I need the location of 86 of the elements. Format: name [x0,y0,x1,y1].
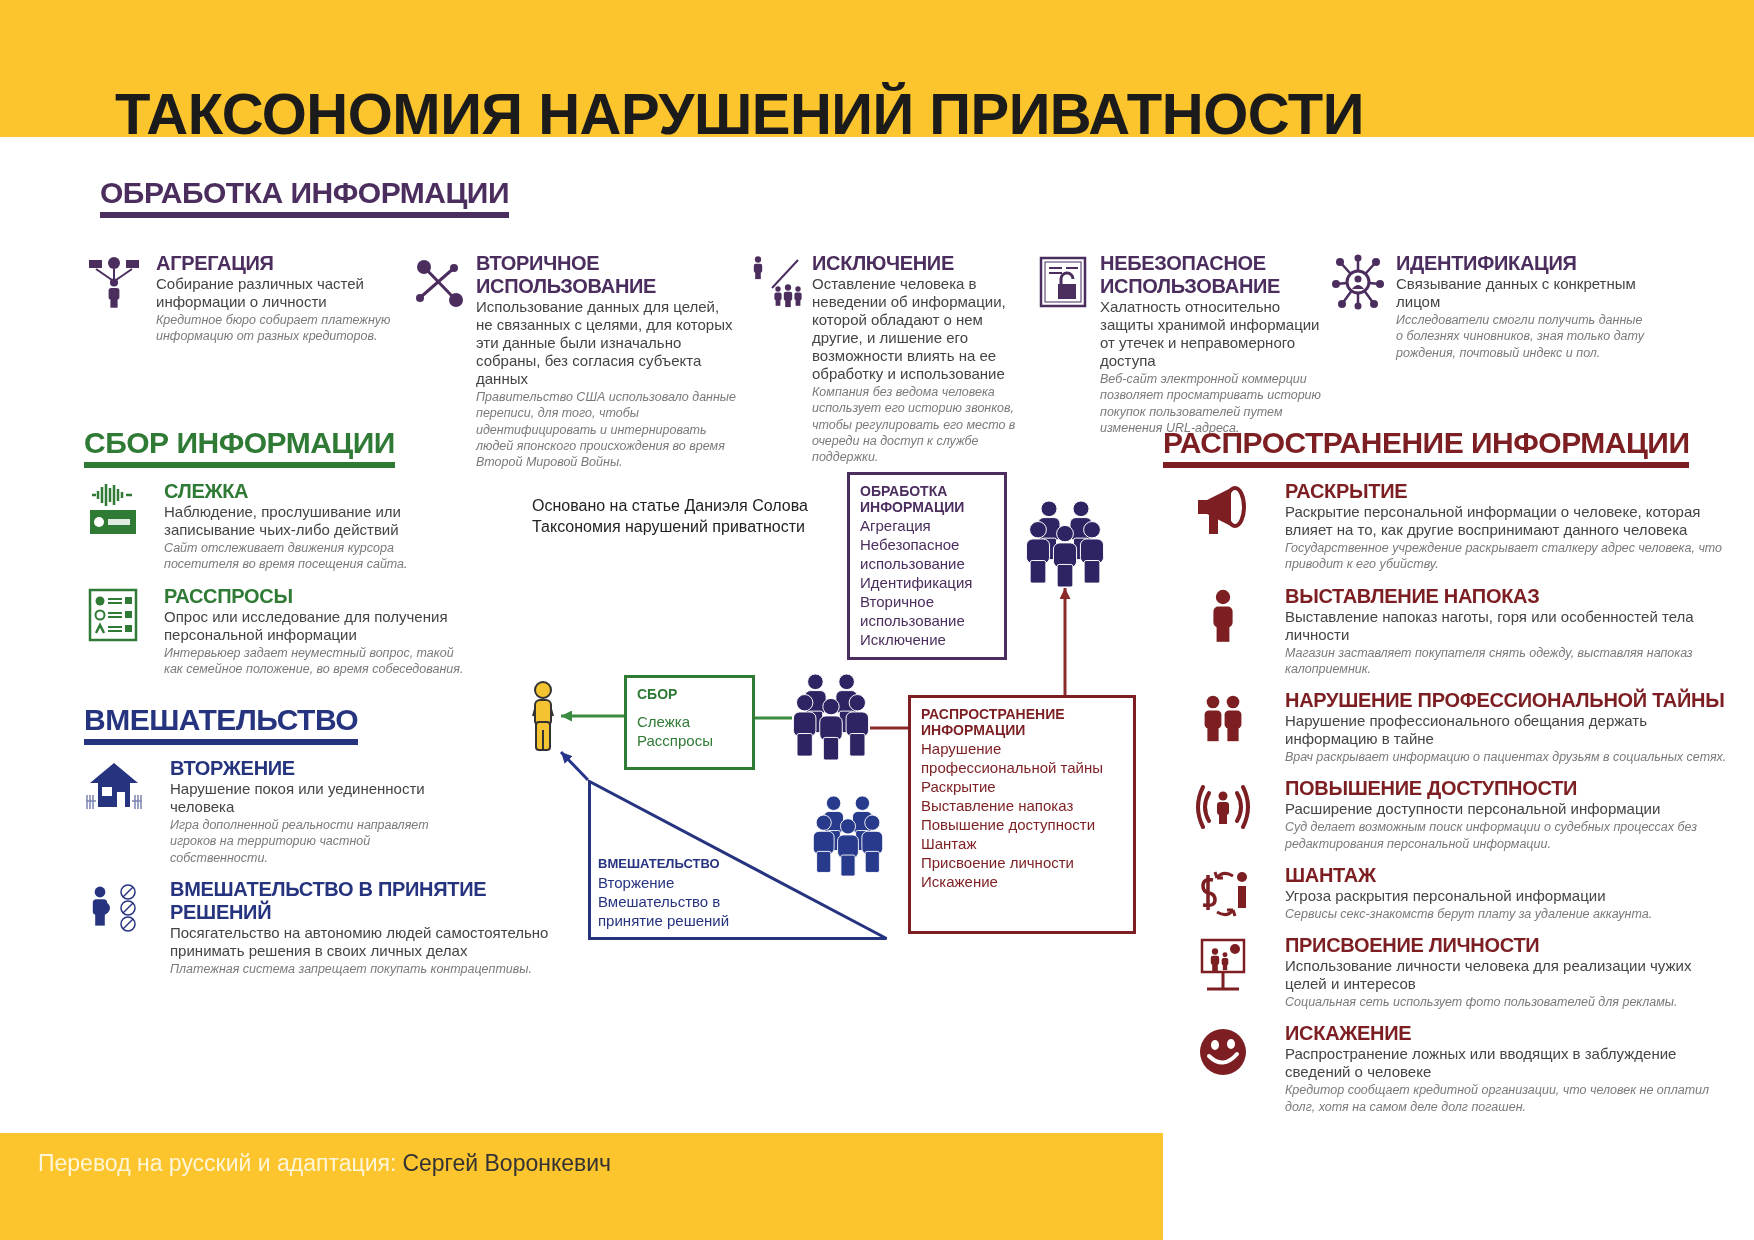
item-title: ИСКЛЮЧЕНИЕ [812,252,955,275]
item-description: Связывание данных с конкретным лицом [1396,275,1637,311]
item-example: Интервьюер задает неуместный вопрос, такой как семейное положение, во время собеседования. [164,644,464,677]
item-description: Наблюдение, прослушивание или записывание чьих-либо действий [164,503,402,539]
category-box [847,472,1007,660]
box-item: Слежка [637,712,692,731]
box-item: Вторжение [598,873,675,892]
item-example: Исследователи смогли получить данные о болезнях чиновников, зная только дату рождения, почтовый индекс и пол. [1396,312,1646,361]
box-heading: ОБРАБОТКА ИНФОРМАЦИИ [860,483,966,515]
people-group-icon [792,673,870,761]
box-item: Вторичное использование [860,592,966,630]
item-example: Платежная система запрещает покупать контрацептивы. [170,960,533,977]
item-title: РАСКРЫТИЕ [1285,480,1409,503]
box-item: Небезопасное использование [860,535,966,573]
item-title: ШАНТАЖ [1285,863,1377,887]
box-item: Исключение [860,630,947,649]
category-box [908,695,1136,934]
item-description: Использование данных для целей, не связанных с целями, для которых эти данные были изначально собраны, без согласия субъекта данных [476,298,734,388]
item-example: Магазин заставляет покупателя снять одежду, выставляя напоказ калоприемник. [1285,644,1694,677]
page-title: ТАКСОНОМИЯ НАРУШЕНИЙ ПРИВАТНОСТИ [115,82,1364,146]
item-description: Угроза раскрытия персональной информации [1285,886,1607,905]
item-description: Посягательство на автономию людей самостоятельно принимать решения в своих личных делах [170,923,550,960]
item-title: ВМЕШАТЕЛЬСТВО В ПРИНЯТИЕ РЕШЕНИЙ [170,877,488,924]
item-description: Нарушение покоя или уединенности человека [170,780,426,816]
credit-label: Перевод на русский и адаптация: [38,1150,397,1176]
box-item: Присвоение личности [921,853,1075,872]
section-heading: ОБРАБОТКА ИНФОРМАЦИИ [100,176,509,218]
box-item: Нарушение профессиональной тайны [921,739,1105,777]
item-description: Использование личности человека для реализации чужих целей и интересов [1285,957,1693,993]
item-title: ПРИСВОЕНИЕ ЛИЧНОСТИ [1285,934,1541,957]
item-description: Нарушение профессионального обещания держать информацию в тайне [1285,712,1648,748]
connector-line [755,716,792,720]
item-example: Социальная сеть использует фото пользователей для рекламы. [1285,994,1679,1011]
item-description: Выставление напоказ наготы, горя или особенностей тела личности [1285,607,1695,644]
item-example: Компания без ведома человека использует его историю звонков, чтобы регулировать его место в очереди на доступ к службе поддержки. [812,384,1017,466]
item-title: АГРЕГАЦИЯ [156,252,275,275]
box-item: Искажение [921,872,999,891]
item-title: ВЫСТАВЛЕНИЕ НАПОКАЗ [1285,584,1541,608]
box-heading: СБОР [637,686,679,702]
item-description: Раскрытие персональной информации о человеке, которая влияет на то, как другие воспринимают данного человека [1285,503,1702,539]
section-heading: ВМЕШАТЕЛЬСТВО [84,703,359,745]
item-title: ВТОРЖЕНИЕ [170,757,296,780]
box-item: Шантаж [921,834,978,853]
item-description: Опрос или исследование для получения персональной информации [164,607,449,644]
item-example: Сайт отслеживает движения курсора посетителя во время посещения сайта. [164,540,409,573]
box-item: Вмешательство в принятие решений [598,892,731,930]
section-heading: СБОР ИНФОРМАЦИИ [84,426,395,468]
item-example: Игра дополненной реальности направляет игроков на территорию частной собственности. [170,817,430,866]
item-example: Врач раскрывает информацию о пациентах друзьям в социальных сетях. [1285,749,1728,766]
translator-name: Сергей Воронкевич [402,1150,612,1176]
people-group-icon [812,795,884,877]
item-title: ВТОРИЧНОЕ ИСПОЛЬЗОВАНИЕ [476,252,658,298]
item-example: Суд делает возможным поиск информации о судебных процессах без редактирования персональной информации. [1285,819,1699,852]
item-example: Кредитор сообщает кредитной организации, что человек не оплатил долг, хотя на самом деле долг погашен. [1285,1082,1711,1115]
item-example: Государственное учреждение раскрывает сталкеру адрес человека, что приводит к его убийству. [1285,540,1724,573]
item-title: ИСКАЖЕНИЕ [1285,1022,1413,1046]
source-note: Основано на статье Даниэля Солова Таксономия нарушений приватности [532,496,809,537]
item-description: Халатность относительно защиты хранимой информации от утечек и неправомерного доступа [1100,298,1321,370]
category-box [624,675,755,770]
arrow [1059,588,1071,695]
box-item: Выставление напоказ [921,796,1075,815]
item-example: Сервисы секс-знакомств берут плату за удаление аккаунта. [1285,905,1654,922]
arrow [561,710,624,722]
item-example: Кредитное бюро собирает платежную информацию от разных кредиторов. [156,312,392,345]
box-item: Идентификация [860,573,974,592]
item-description: Оставление человека в неведении об информации, которой обладают о нем другие, и лишение его возможности влиять на ее обработку и использование [812,275,1007,383]
item-title: СЛЕЖКА [164,480,250,503]
item-description: Распространение ложных или вводящих в заблуждение сведений о человеке [1285,1045,1678,1082]
box-item: Повышение доступности [921,815,1097,834]
item-example: Правительство США использовало данные переписи, для того, чтобы идентифицировать и интернировать людей японского происхождения во время Второй Мировой Войны. [476,389,737,471]
people-group-icon [1025,500,1105,588]
connector-line [870,726,908,730]
item-title: ПОВЫШЕНИЕ ДОСТУПНОСТИ [1285,777,1579,801]
box-heading: ВМЕШАТЕЛЬСТВО [598,855,720,873]
item-title: ИДЕНТИФИКАЦИЯ [1396,252,1578,275]
box-item: Расспросы [637,731,714,750]
item-title: РАССПРОСЫ [164,584,294,608]
item-title: НАРУШЕНИЕ ПРОФЕССИОНАЛЬНОЙ ТАЙНЫ [1285,689,1726,712]
item-title: НЕБЕЗОПАСНОЕ ИСПОЛЬЗОВАНИЕ [1100,252,1282,298]
box-item: Раскрытие [921,777,997,796]
item-description: Расширение доступности персональной информации [1285,800,1662,819]
item-description: Собирание различных частей информации о личности [156,275,365,311]
box-heading: РАСПРОСТРАНЕНИЕ ИНФОРМАЦИИ [921,706,1066,738]
arrow [559,750,590,782]
category-triangle [588,780,888,940]
box-item: Агрегация [860,516,932,535]
